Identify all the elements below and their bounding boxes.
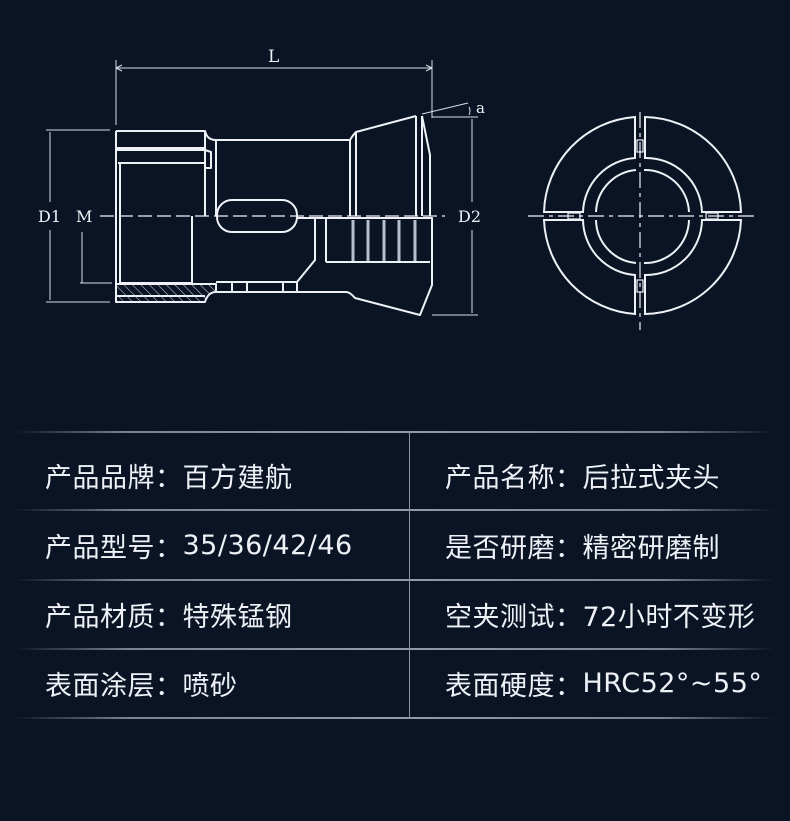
spec-value: HRC52°~55°: [582, 667, 763, 699]
spec-value: 后拉式夹头: [582, 462, 720, 494]
spec-table: 产品品牌： 百方建航 产品名称： 后拉式夹头 产品型号： 35/36/42/46…: [0, 420, 790, 730]
label-m: M: [76, 207, 92, 226]
divider: [15, 579, 775, 581]
spec-label: 产品名称：: [445, 462, 583, 494]
spec-value: 特殊锰钢: [182, 601, 293, 633]
side-view: [46, 60, 478, 316]
spec-label: 产品型号：: [45, 532, 183, 564]
thread-hatch: [115, 283, 217, 303]
spec-label: 表面硬度：: [445, 670, 583, 702]
label-angle: a: [476, 99, 485, 117]
divider: [15, 431, 775, 433]
dimension-m: [80, 232, 112, 284]
spec-product-name: 产品名称： 后拉式夹头: [445, 441, 720, 509]
dimension-d1: [46, 129, 110, 303]
spec-value: 喷砂: [182, 670, 238, 702]
label-d2: D2: [458, 207, 481, 226]
column-divider: [409, 432, 410, 718]
spec-label: 是否研磨：: [445, 532, 583, 564]
spec-coating: 表面涂层： 喷砂: [45, 649, 238, 717]
spec-material: 产品材质： 特殊锰钢: [45, 580, 293, 648]
end-view: [528, 112, 757, 330]
technical-drawing: L a D1 M D2: [38, 47, 757, 330]
spec-value: 百方建航: [182, 462, 293, 494]
spec-hardness: 表面硬度： HRC52°~55°: [445, 649, 762, 717]
divider: [15, 648, 775, 650]
spec-label: 产品品牌：: [45, 462, 183, 494]
dimension-d2: [421, 102, 478, 316]
spec-value: 35/36/42/46: [182, 529, 353, 561]
dimension-length: [115, 60, 433, 125]
spec-brand: 产品品牌： 百方建航: [45, 441, 293, 509]
spec-label: 产品材质：: [45, 601, 183, 633]
divider: [15, 717, 775, 719]
spec-label: 表面涂层：: [45, 670, 183, 702]
divider: [15, 509, 775, 511]
side-view-labels: L a D1 M D2: [38, 47, 485, 226]
label-length: L: [268, 47, 279, 67]
spec-value: 72小时不变形: [582, 601, 756, 633]
label-d1: D1: [38, 207, 61, 226]
spec-idle-test: 空夹测试： 72小时不变形: [445, 580, 755, 648]
spec-grinding: 是否研磨： 精密研磨制: [445, 511, 720, 579]
spec-value: 精密研磨制: [582, 532, 720, 564]
grooves: [351, 220, 417, 262]
spec-model: 产品型号： 35/36/42/46: [45, 511, 353, 579]
spec-label: 空夹测试：: [445, 601, 583, 633]
slot: [216, 199, 298, 233]
